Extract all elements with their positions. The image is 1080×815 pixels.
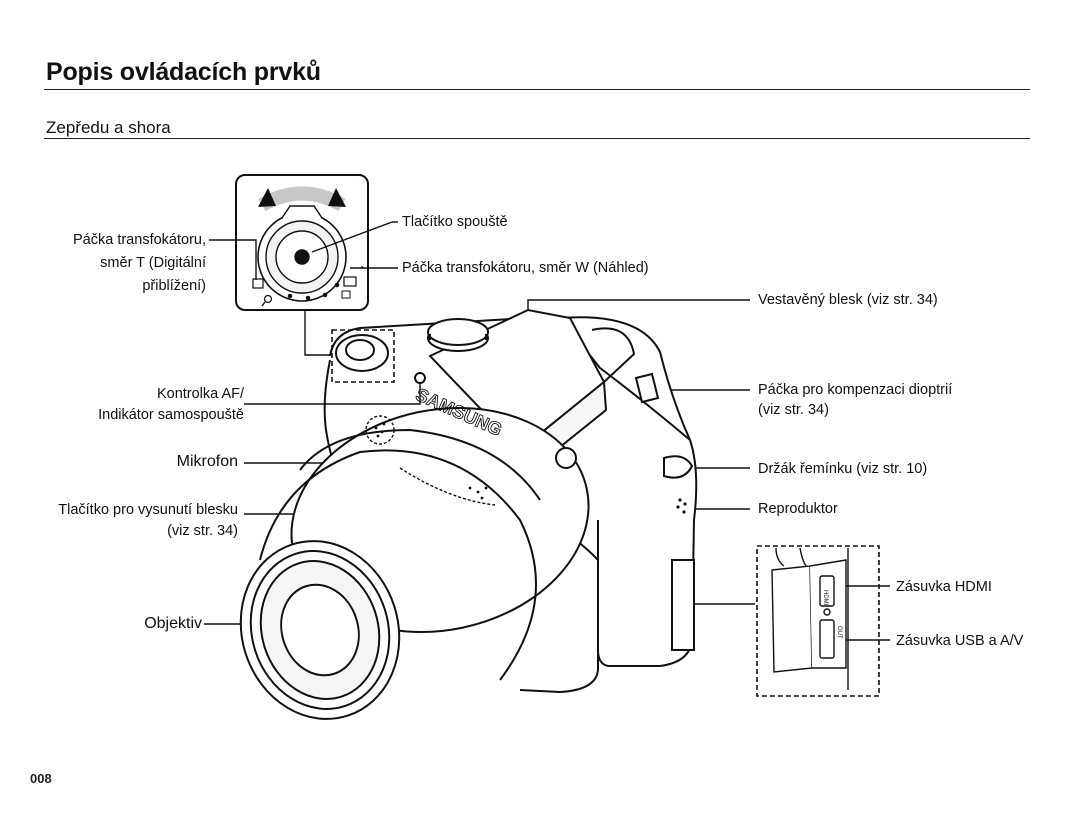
- flash-button-label-line1: Tlačítko pro vysunutí blesku: [58, 502, 238, 518]
- title-rule: [44, 89, 1030, 90]
- flash-button-label-line2: (viz str. 34): [167, 523, 238, 539]
- strap-label: Držák řemínku (viz str. 10): [758, 461, 928, 477]
- usb-label: Zásuvka USB a A/V: [896, 633, 1024, 649]
- zoom-w-label: Páčka transfokátoru, směr W (Náhled): [402, 260, 649, 276]
- zoom-t-label-line1: Páčka transfokátoru,: [73, 232, 206, 248]
- ports-inset: [756, 545, 880, 697]
- diopter-label-line1: Páčka pro kompenzaci dioptrií: [758, 382, 953, 398]
- zoom-t-label-line3: přiblížení): [142, 278, 206, 294]
- shutter-label: Tlačítko spouště: [402, 214, 508, 230]
- hdmi-port-mark: HDMI: [822, 590, 828, 606]
- zoom-inset-icon: [235, 174, 369, 311]
- af-label-line1: Kontrolka AF/: [156, 386, 244, 402]
- page-number: 008: [30, 771, 52, 786]
- hdmi-label: Zásuvka HDMI: [896, 579, 992, 595]
- page-title: Popis ovládacích prvků: [46, 58, 321, 86]
- speaker-label: Reproduktor: [758, 501, 838, 517]
- af-label-line2: Indikátor samospouště: [98, 407, 244, 423]
- diopter-label-line2: (viz str. 34): [758, 402, 829, 418]
- zoom-t-label-line2: směr T (Digitální: [100, 255, 206, 271]
- usb-port-mark: OUT: [836, 626, 842, 639]
- lens-label: Objektiv: [144, 615, 202, 632]
- section-title: Zepředu a shora: [46, 118, 171, 137]
- mic-label: Mikrofon: [176, 453, 238, 470]
- camera-body: [239, 308, 698, 720]
- section-rule: [44, 138, 1030, 139]
- flash-label: Vestavěný blesk (viz str. 34): [758, 292, 938, 308]
